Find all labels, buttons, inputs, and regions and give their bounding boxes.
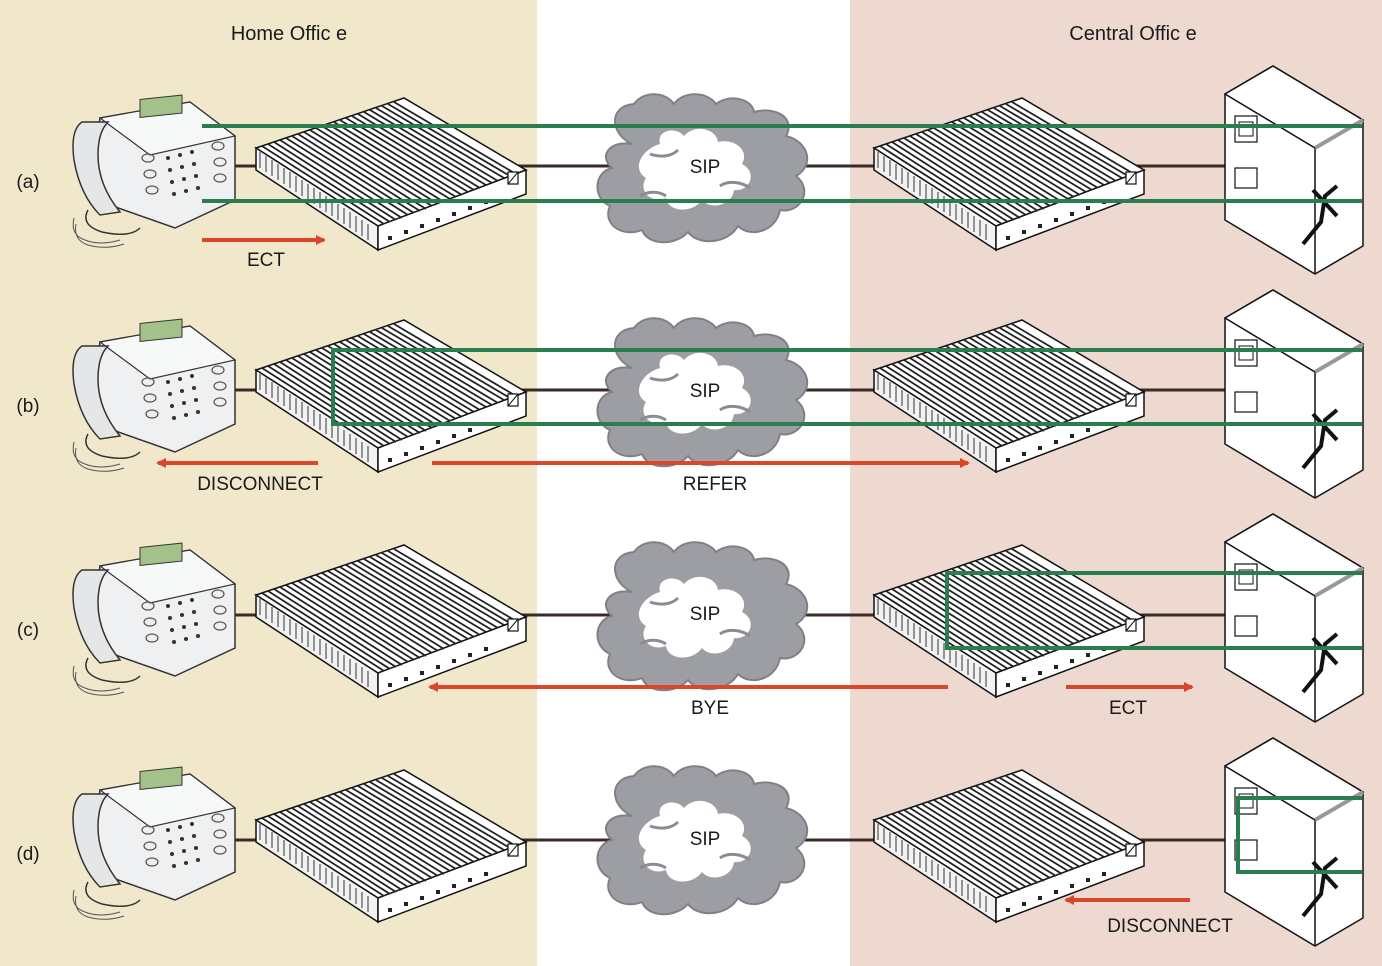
row-b: SIP (b) DISCONNECT REFER bbox=[16, 288, 1365, 500]
message-label: DISCONNECT bbox=[197, 474, 323, 495]
cloud-label: SIP bbox=[690, 381, 721, 402]
call-path bbox=[331, 348, 1362, 426]
message-label: ECT bbox=[247, 250, 285, 271]
row-label: (b) bbox=[16, 396, 39, 417]
central-office-title: Central Offic e bbox=[1069, 23, 1196, 45]
row-c: SIP (c) BYE ECT bbox=[17, 512, 1365, 724]
cloud-label: SIP bbox=[690, 604, 721, 625]
cloud-label: SIP bbox=[690, 829, 721, 850]
row-d: SIP (d) DISCONNECT bbox=[16, 736, 1365, 948]
call-path bbox=[1236, 796, 1362, 874]
cloud-label: SIP bbox=[690, 157, 721, 178]
row-label: (d) bbox=[16, 844, 39, 865]
message-label: REFER bbox=[683, 474, 747, 495]
call-path bbox=[945, 571, 1362, 650]
row-label: (a) bbox=[16, 172, 39, 193]
row-label: (c) bbox=[17, 620, 39, 641]
row-a: SIP (a) ECT bbox=[16, 64, 1365, 276]
message-label: DISCONNECT bbox=[1107, 916, 1233, 937]
home-office-title: Home Offic e bbox=[231, 23, 347, 45]
message-label: BYE bbox=[691, 698, 729, 719]
message-label: ECT bbox=[1109, 698, 1147, 719]
